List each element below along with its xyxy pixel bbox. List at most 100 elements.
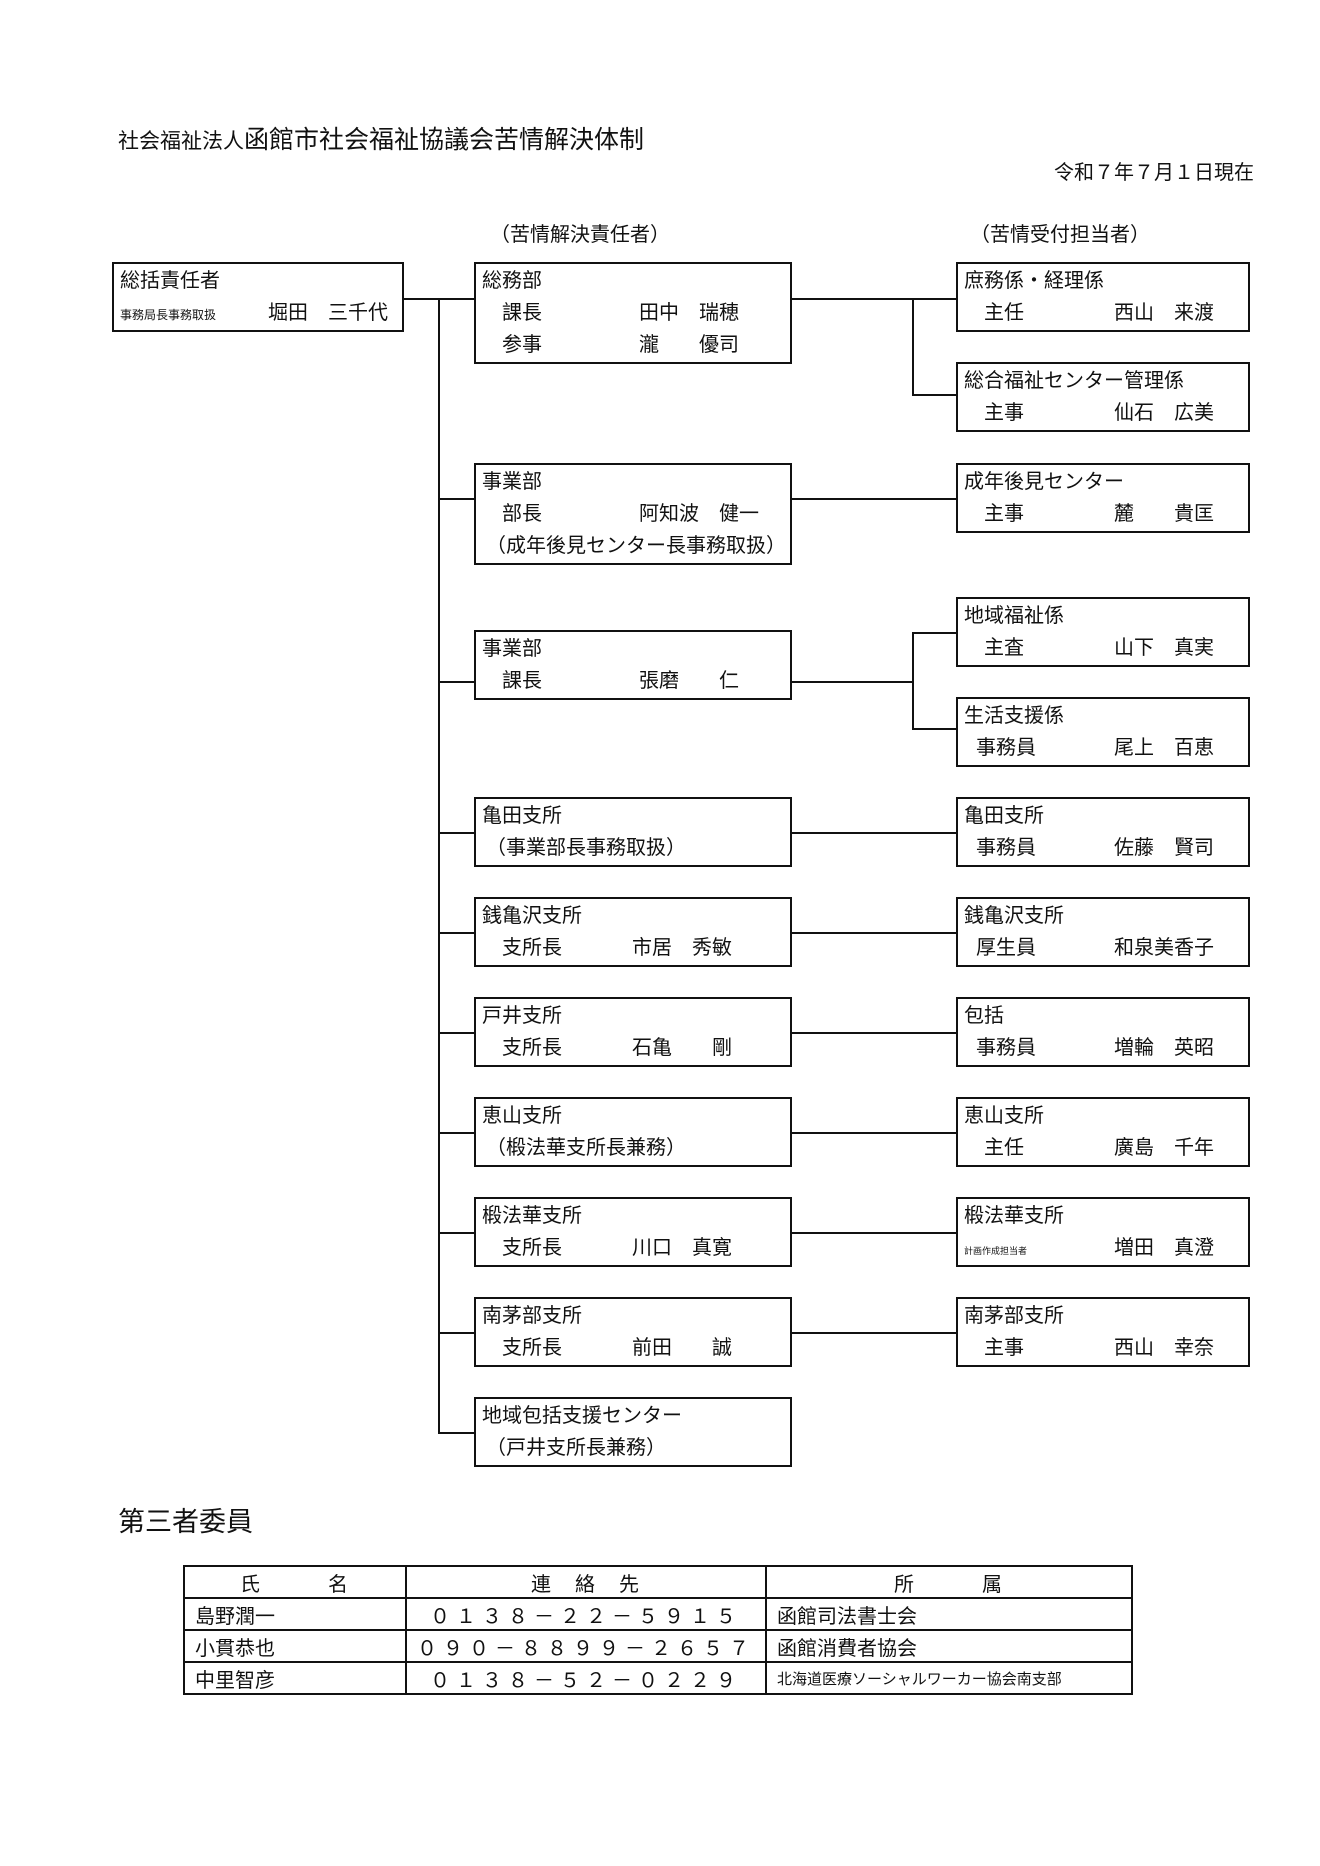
responsible-column-header: （苦情解決責任者）	[490, 222, 670, 246]
unit-label: 生活支援係	[964, 703, 1064, 727]
connector-line	[792, 832, 956, 834]
person-title: 支所長	[502, 1235, 562, 1259]
connector-line	[404, 298, 440, 300]
member-affiliation: 北海道医療ソーシャルワーカー協会南支部	[765, 1661, 1133, 1695]
connector-line	[792, 932, 956, 934]
connector-line	[438, 498, 474, 500]
unit-label: 地域福祉係	[964, 603, 1064, 627]
connector-line	[792, 298, 912, 300]
title-prefix: 社会福祉法人	[118, 129, 244, 153]
third-party-heading: 第三者委員	[118, 1507, 253, 1538]
as-of-date: 令和７年７月１日現在	[1054, 160, 1254, 184]
third-party-table: 氏 名 連 絡 先 所 属 島野潤一 ０１３８－２２－５９１５ 函館司法書士会 …	[183, 1565, 1133, 1695]
unit-label: 南茅部支所	[964, 1303, 1064, 1327]
member-name: 中里智彦	[183, 1661, 407, 1695]
receiver-box: 総合福祉センター管理係 主事 仙石 広美	[956, 362, 1250, 432]
member-phone: ０９０－８８９９－２６５７	[405, 1629, 767, 1663]
connector-line	[912, 632, 914, 730]
unit-label: 地域包括支援センター	[482, 1403, 682, 1427]
unit-note: （成年後見センター長事務取扱）	[486, 533, 786, 557]
receiver-box: 恵山支所 主任廣島 千年	[956, 1097, 1250, 1167]
responsible-box: 地域包括支援センター （戸井支所長兼務）	[474, 1397, 792, 1467]
unit-label: 椴法華支所	[964, 1203, 1064, 1227]
title-main: 函館市社会福祉協議会苦情解決体制	[244, 125, 645, 154]
page-title: 社会福祉法人函館市社会福祉協議会苦情解決体制	[118, 120, 644, 156]
connector-line	[438, 681, 474, 683]
connector-line	[438, 1232, 474, 1234]
responsible-box: 亀田支所 （事業部長事務取扱）	[474, 797, 792, 867]
unit-label: 総務部	[482, 268, 542, 292]
person-name: 和泉美香子	[1114, 935, 1214, 959]
connector-line	[438, 1332, 474, 1334]
column-header: 連 絡 先	[405, 1565, 767, 1599]
table-header-row: 氏 名 連 絡 先 所 属	[183, 1565, 1133, 1599]
connector-line	[438, 832, 474, 834]
connector-line	[912, 632, 956, 634]
person-name: 佐藤 賢司	[1114, 835, 1214, 859]
receiver-box: 成年後見センター 主事麓 貴匡	[956, 463, 1250, 533]
person-name: 田中 瑞穂	[639, 300, 739, 324]
person-title: 部長	[502, 501, 542, 525]
head-label: 総括責任者	[120, 268, 220, 292]
person-title: 課長	[502, 300, 542, 324]
unit-note: （戸井支所長兼務）	[486, 1435, 666, 1459]
head-role: 事務局長事務取扱	[120, 308, 217, 322]
connector-line	[912, 298, 956, 300]
connector-line	[792, 681, 912, 683]
person-title: 支所長	[502, 1335, 562, 1359]
connector-line	[438, 932, 474, 934]
responsible-box: 事業部 課長張磨 仁	[474, 630, 792, 700]
connector-line	[912, 394, 956, 396]
receiver-box: 銭亀沢支所 厚生員和泉美香子	[956, 897, 1250, 967]
person-title: 支所長	[502, 1035, 562, 1059]
unit-label: 恵山支所	[482, 1103, 562, 1127]
person-name: 瀧 優司	[639, 332, 739, 356]
person-name: 山下 真実	[1114, 635, 1214, 659]
connector-line	[912, 728, 956, 730]
person-name: 尾上 百恵	[1114, 735, 1214, 759]
receiver-box: 包括 事務員増輪 英昭	[956, 997, 1250, 1067]
person-name: 仙石 広美	[1114, 400, 1214, 424]
unit-label: 恵山支所	[964, 1103, 1044, 1127]
responsible-box: 銭亀沢支所 支所長市居 秀敏	[474, 897, 792, 967]
receiver-box: 椴法華支所 計画作成担当者 増田 真澄	[956, 1197, 1250, 1267]
member-name: 小貫恭也	[183, 1629, 407, 1663]
head-name: 堀田 三千代	[268, 300, 388, 324]
responsible-box: 椴法華支所 支所長川口 真寛	[474, 1197, 792, 1267]
unit-label: 亀田支所	[964, 803, 1044, 827]
person-title: 事務員	[976, 835, 1036, 859]
member-phone: ０１３８－５２－０２２９	[405, 1661, 767, 1695]
person-name: 増輪 英昭	[1114, 1035, 1214, 1059]
person-title: 主査	[984, 635, 1024, 659]
receiver-box: 地域福祉係 主査 山下 真実	[956, 597, 1250, 667]
member-affiliation: 函館司法書士会	[765, 1597, 1133, 1631]
responsible-box: 総務部 課長田中 瑞穂 参事瀧 優司	[474, 262, 792, 364]
person-title: 主事	[984, 400, 1024, 424]
person-title: 厚生員	[976, 935, 1036, 959]
person-title: 計画作成担当者	[964, 1247, 1028, 1257]
column-header: 所 属	[765, 1565, 1133, 1599]
person-name: 阿知波 健一	[639, 501, 759, 525]
person-title: 主任	[984, 1135, 1024, 1159]
connector-line	[792, 1132, 956, 1134]
person-title: 課長	[502, 668, 542, 692]
connector-line	[792, 498, 956, 500]
person-name: 張磨 仁	[639, 668, 739, 692]
member-name: 島野潤一	[183, 1597, 407, 1631]
unit-label: 庶務係・経理係	[964, 268, 1104, 292]
responsible-box: 事業部 部長阿知波 健一 （成年後見センター長事務取扱）	[474, 463, 792, 565]
unit-label: 戸井支所	[482, 1003, 562, 1027]
person-name: 西山 幸奈	[1114, 1335, 1214, 1359]
table-row: 島野潤一 ０１３８－２２－５９１５ 函館司法書士会	[183, 1597, 1133, 1631]
person-title: 主任	[984, 300, 1024, 324]
head-box: 総括責任者 事務局長事務取扱 堀田 三千代	[112, 262, 404, 332]
unit-label: 成年後見センター	[964, 469, 1124, 493]
unit-label: 総合福祉センター管理係	[964, 368, 1184, 392]
person-name: 麓 貴匡	[1114, 501, 1214, 525]
table-row: 中里智彦 ０１３８－５２－０２２９ 北海道医療ソーシャルワーカー協会南支部	[183, 1661, 1133, 1695]
unit-label: 包括	[964, 1003, 1004, 1027]
unit-label: 亀田支所	[482, 803, 562, 827]
unit-note: （事業部長事務取扱）	[486, 835, 686, 859]
table-row: 小貫恭也 ０９０－８８９９－２６５７ 函館消費者協会	[183, 1629, 1133, 1663]
person-name: 増田 真澄	[1114, 1235, 1214, 1259]
